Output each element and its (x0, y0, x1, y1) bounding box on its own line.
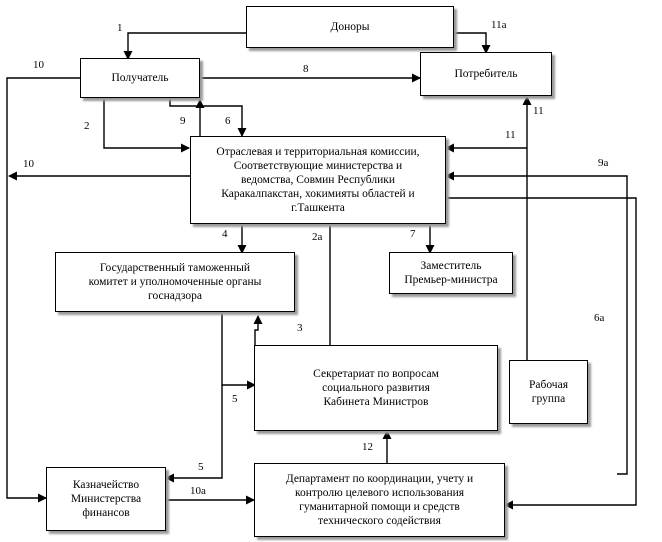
edge-label-3: 3 (297, 322, 303, 334)
node-customs: Государственный таможенный комитет и упо… (55, 252, 295, 312)
edge-label-10-mid: 10 (23, 158, 34, 170)
edge-label-11a: 11а (491, 19, 507, 31)
edge-label-2a: 2а (312, 231, 323, 243)
edge-label-10a: 10а (190, 485, 206, 497)
edge-label-5-lower: 5 (198, 461, 204, 473)
edge-label-1: 1 (117, 22, 123, 34)
edge-6a-line (446, 197, 637, 510)
edge-label-7: 7 (410, 228, 416, 240)
edge-label-10-top: 10 (33, 59, 44, 71)
edge-label-8: 8 (303, 63, 309, 75)
edge-label-4: 4 (222, 228, 228, 240)
edge-6-line (169, 98, 247, 137)
edge-label-5-upper: 5 (232, 393, 238, 405)
edge-9a-line (445, 171, 628, 475)
edge-label-2: 2 (84, 120, 90, 132)
edge-label-11-vertical: 11 (533, 105, 544, 117)
node-donors: Доноры (246, 6, 454, 48)
edge-label-12: 12 (362, 441, 373, 453)
edge-label-9a: 9а (598, 157, 609, 169)
edge-label-11-horizontal: 11 (505, 129, 516, 141)
edge-label-9: 9 (180, 115, 186, 127)
edge-label-6: 6 (225, 115, 231, 127)
edge-2-line (103, 98, 190, 153)
edge-11a-line (455, 32, 491, 54)
edge-10-top-line (6, 77, 80, 503)
node-secretariat: Секретариат по вопросам социального разв… (254, 345, 498, 431)
edge-5-lower-line (165, 385, 223, 483)
node-treasury: Казначейство Министерства финансов (46, 467, 166, 531)
node-recipient: Получатель (80, 58, 200, 98)
node-workgroup: Рабочая группа (509, 360, 588, 424)
edge-3-line (253, 315, 263, 348)
edge-1-line (123, 32, 246, 60)
edge-5-upper-line (221, 311, 256, 390)
node-commissions: Отраслевая и территориальная комиссии, С… (190, 136, 446, 224)
node-department: Департамент по координации, учету и конт… (254, 463, 505, 537)
edge-label-6a: 6а (594, 312, 605, 324)
node-consumer: Потребитель (420, 52, 552, 96)
node-deputy: Заместитель Премьер-министра (389, 252, 513, 294)
